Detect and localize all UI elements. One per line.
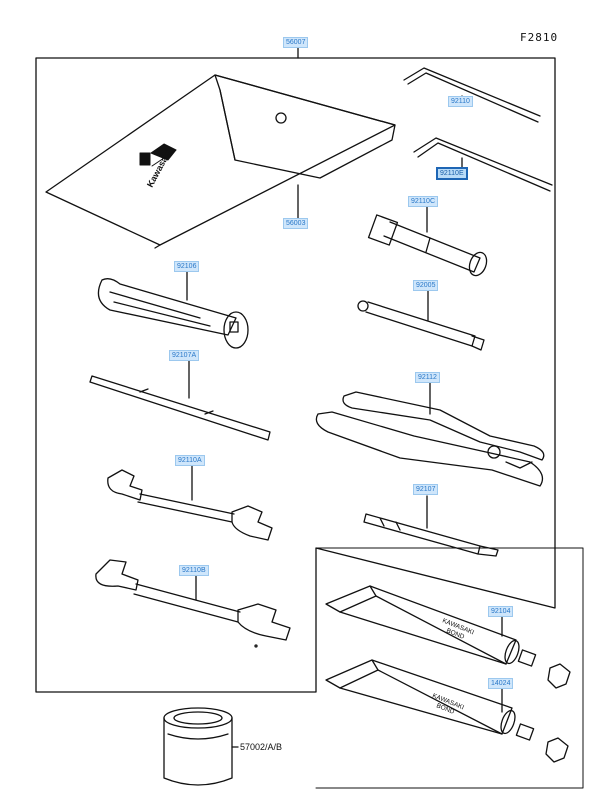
screwdriver-grip [97,278,249,349]
hex-key-1 [403,67,541,123]
part-label-screwdriver-phillips[interactable]: 92107 [413,484,439,495]
part-label-pliers[interactable]: 92112 [415,372,440,383]
part-label-wrench-a[interactable]: 92110A [175,455,205,466]
box-wrench [367,214,488,277]
screwdriver-phillips [363,513,499,557]
part-label-wrench-b[interactable]: 92110B [179,565,209,576]
kit-frame [35,57,556,693]
grease-can [163,707,233,786]
part-label-screwdriver-grip[interactable]: 92106 [174,261,200,272]
hex-key-2 [413,137,553,192]
tool-case [45,74,396,249]
wrench-a [107,469,273,541]
part-label-bag[interactable]: 56007 [283,37,309,48]
part-label-handle-bar[interactable]: 92005 [413,280,439,291]
handle-bar [357,300,485,351]
wrench-b [95,559,291,648]
bond-frame [315,547,584,789]
kawasaki-logo-icon [139,143,177,167]
part-label-screwdriver-flat[interactable]: 92107A [169,350,200,361]
pliers [315,391,545,487]
part-label-hex-key-2[interactable]: 92110E [436,167,468,180]
screwdriver-flat [89,375,271,441]
figure-number: F2810 [520,31,559,44]
part-label-box-wrench[interactable]: 92110C [408,196,439,207]
part-label-bond-tube-2[interactable]: 14024 [488,678,514,689]
bond-tube-2 [325,659,569,763]
part-label-tool-case[interactable]: 56003 [283,218,309,229]
part-label-bond-tube-1[interactable]: 92104 [488,606,514,617]
part-label-grease-can[interactable]: 57002/A/B [240,742,283,752]
bond-tube-1 [325,585,571,689]
part-label-hex-key-1[interactable]: 92110 [448,96,473,107]
